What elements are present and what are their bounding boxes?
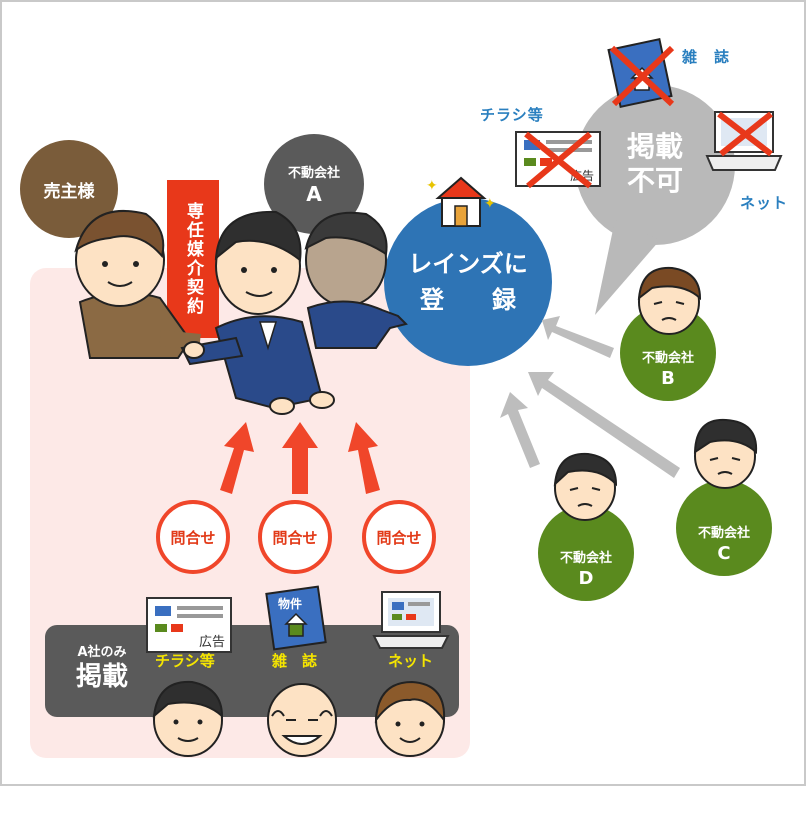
agency-a-people-illustration xyxy=(180,210,408,415)
inquiry-flyer-badge: 問合せ xyxy=(156,500,230,574)
magazine-crossed-icon xyxy=(607,38,675,108)
agency-c-badge: 不動会社 C xyxy=(676,480,772,576)
inquiry-arrows xyxy=(220,422,380,494)
reins-line2: 登 録 xyxy=(420,286,516,314)
magazine-top-label: 雑 誌 xyxy=(682,48,731,66)
laptop-crossed-icon xyxy=(705,111,783,171)
a-only-label: A社のみ 掲載 xyxy=(75,645,128,692)
agency-d-face xyxy=(553,452,618,521)
magazine-cover-text: 物件 xyxy=(278,596,302,611)
reins-line1: レインズに xyxy=(408,250,528,278)
consumer-face-1 xyxy=(152,680,224,757)
consumer-face-2 xyxy=(267,683,337,757)
agency-b-face xyxy=(637,266,702,335)
flyer-top-label: チラシ等 xyxy=(480,106,544,124)
seller-badge: 売主様 xyxy=(20,140,118,238)
magazine-bottom-label: 雑 誌 xyxy=(272,652,318,670)
svg-text:✦: ✦ xyxy=(426,178,438,194)
agency-d-badge: 不動会社 D xyxy=(538,505,634,601)
svg-text:✦: ✦ xyxy=(484,196,496,212)
laptop-icon xyxy=(372,591,450,649)
agency-c-face xyxy=(693,418,758,489)
contract-label: 専任媒介契約 xyxy=(167,180,219,338)
flyer-crossed-icon: 広告 xyxy=(515,131,601,189)
gray-arrows xyxy=(500,316,680,478)
house-sparkle-icon: ✦ ✦ xyxy=(426,176,496,227)
flyer-icon: 広告 xyxy=(146,597,232,653)
agency-b-badge: 不動会社 B xyxy=(620,305,716,401)
inquiry-net-badge: 問合せ xyxy=(362,500,436,574)
flyer-ad-text: 広告 xyxy=(199,635,225,650)
consumer-face-3 xyxy=(374,680,446,757)
inquiry-magazine-badge: 問合せ xyxy=(258,500,332,574)
seller-person-illustration xyxy=(74,209,201,359)
net-bottom-label: ネット xyxy=(388,652,434,670)
speech-bubble xyxy=(575,85,735,315)
net-top-label: ネット xyxy=(740,194,789,212)
not-allowed-label: 掲載 不可 xyxy=(626,130,683,197)
magazine-icon: 物件 xyxy=(265,585,327,651)
flyer-bottom-label: チラシ等 xyxy=(155,652,215,670)
